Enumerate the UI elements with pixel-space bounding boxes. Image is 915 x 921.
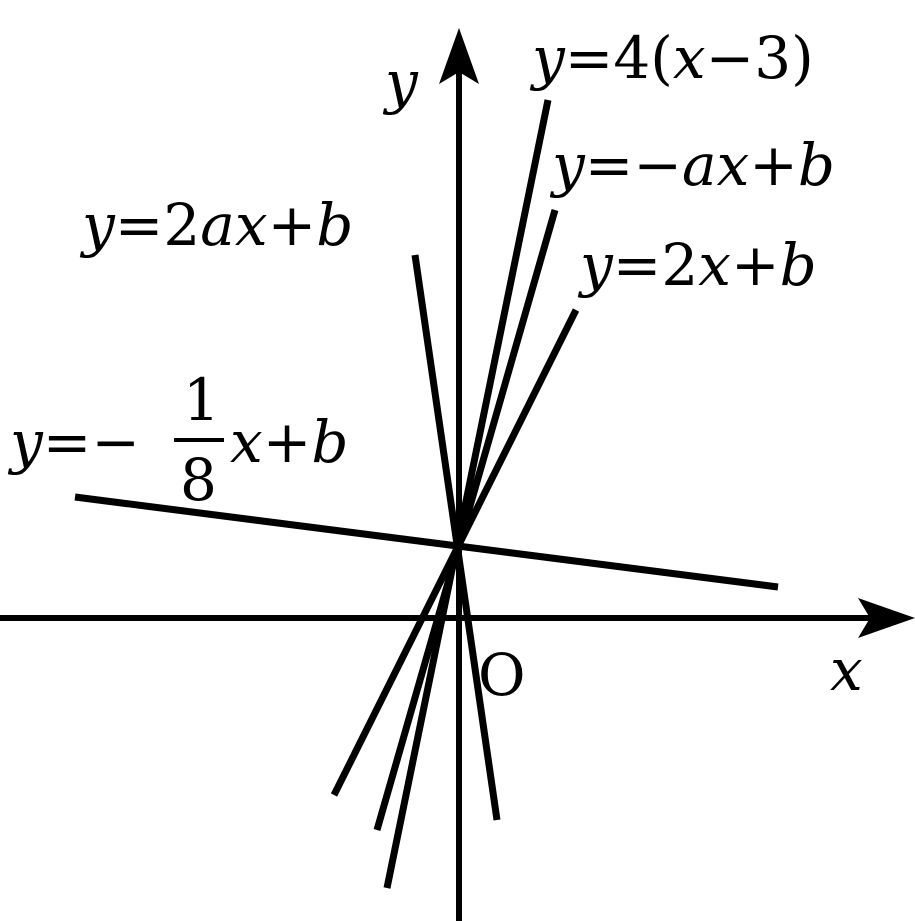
label-line-neg-eighth-x-plus-b: y=− 1 8 x+b [7,366,348,514]
origin-label: O [478,641,526,709]
fraction-denominator: 8 [180,446,217,514]
line-2ax-plus-b [411,254,501,821]
line-neg-eighth-x-plus-b [74,493,779,591]
label-suffix: x+b [230,408,348,476]
line-4x-minus-3 [383,99,552,889]
x-axis-label: x [830,636,863,704]
fraction-numerator: 1 [183,366,220,434]
y-axis-arrow-icon [439,28,479,84]
label-line-neg-ax-plus-b: y=−ax+b [549,131,835,199]
label-prefix: y=− [7,408,140,476]
label-line-4x-minus-3: y=4(x−3) [529,24,814,92]
label-line-2x-plus-b: y=2x+b [577,231,817,299]
x-axis-arrow-icon [858,598,915,638]
line-neg-ax-plus-b [373,209,559,831]
label-line-2ax-plus-b: y=2ax+b [79,191,353,259]
y-axis-label: y [382,48,419,116]
